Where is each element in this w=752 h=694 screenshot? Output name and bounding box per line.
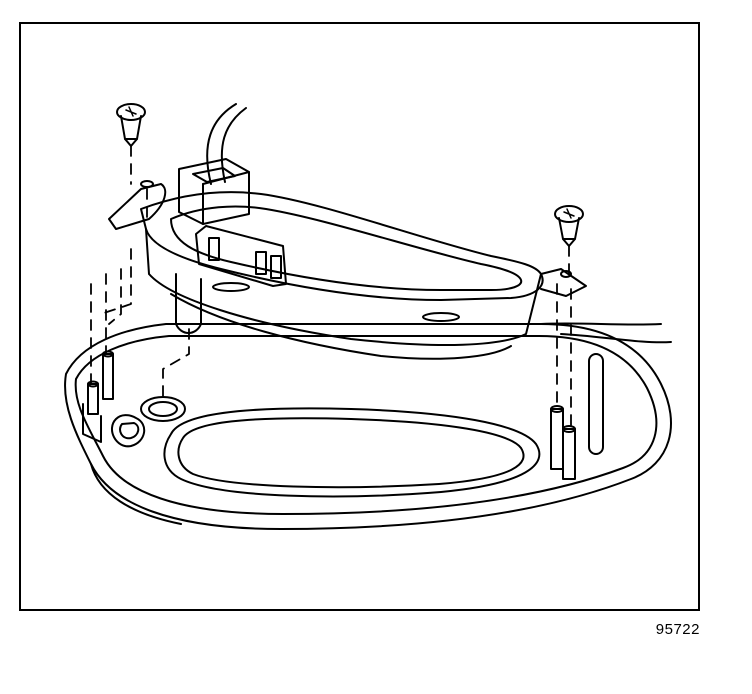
electrical-connector [178, 158, 250, 225]
base-oval-opening-inner [177, 417, 525, 489]
base-oval-opening [163, 407, 541, 498]
base-left-loop [111, 414, 146, 448]
connector-top-cap [192, 167, 236, 183]
right-stud-2-top [562, 425, 576, 433]
bracket-left-ear-hole [140, 180, 154, 188]
screw-left-tip [124, 138, 138, 147]
diagram-frame [19, 22, 700, 611]
bracket-module [108, 180, 587, 360]
screw-right-drive [563, 208, 575, 219]
base-outer-rim-2 [74, 335, 658, 515]
screw-right [554, 205, 584, 247]
leader-left-5 [100, 248, 132, 315]
base-left-tab [82, 403, 102, 443]
right-stud-2 [562, 428, 576, 480]
bracket-left-ear [108, 183, 167, 230]
leader-center [162, 328, 190, 400]
bracket-front-wall-bottom [170, 293, 512, 360]
mounting-base [64, 322, 672, 530]
base-round-boss-hole [148, 401, 178, 417]
right-stud-1-top [550, 405, 564, 413]
terminal-body [195, 225, 287, 287]
terminal-slot-1 [208, 237, 220, 261]
base-front-lip [90, 463, 182, 525]
bracket-slot-left [212, 282, 250, 292]
base-right-edge-2 [560, 333, 672, 344]
screw-left-shank [120, 115, 142, 140]
connector-body [178, 158, 250, 225]
bracket-right-ear [540, 268, 587, 297]
base-round-boss [140, 396, 186, 422]
left-stud-1-top [87, 380, 99, 388]
right-stud-1 [550, 408, 564, 470]
left-stud-2-top [102, 350, 114, 358]
bracket-slot-right [422, 312, 460, 322]
background-housing-outline [206, 103, 237, 185]
screw-right-shank [558, 217, 580, 240]
screw-left [116, 103, 146, 147]
base-right-edge [540, 322, 662, 326]
left-studs [87, 350, 114, 415]
terminal-slot-2 [255, 251, 267, 275]
assembly-leader-lines [90, 145, 572, 430]
terminal-block [195, 225, 287, 287]
background-housing-outline-inner [220, 107, 247, 183]
right-stud-3 [588, 353, 604, 455]
left-stud-2 [102, 353, 114, 400]
leader-left-4 [108, 268, 122, 325]
figure-number: 95722 [655, 621, 700, 638]
screw-left-head [116, 103, 146, 121]
screw-right-head [554, 205, 584, 223]
left-stud-1 [87, 383, 99, 415]
bracket-front-wall [145, 228, 542, 347]
exploded-view-illustration [64, 103, 672, 530]
screw-right-tip [562, 238, 576, 247]
bracket-right-ear-hole [560, 270, 572, 278]
bracket-top-inner [170, 205, 523, 291]
terminal-slot-3 [270, 255, 282, 279]
base-left-loop-inner [119, 422, 140, 440]
screw-left-drive [125, 106, 137, 117]
right-studs [550, 353, 604, 480]
